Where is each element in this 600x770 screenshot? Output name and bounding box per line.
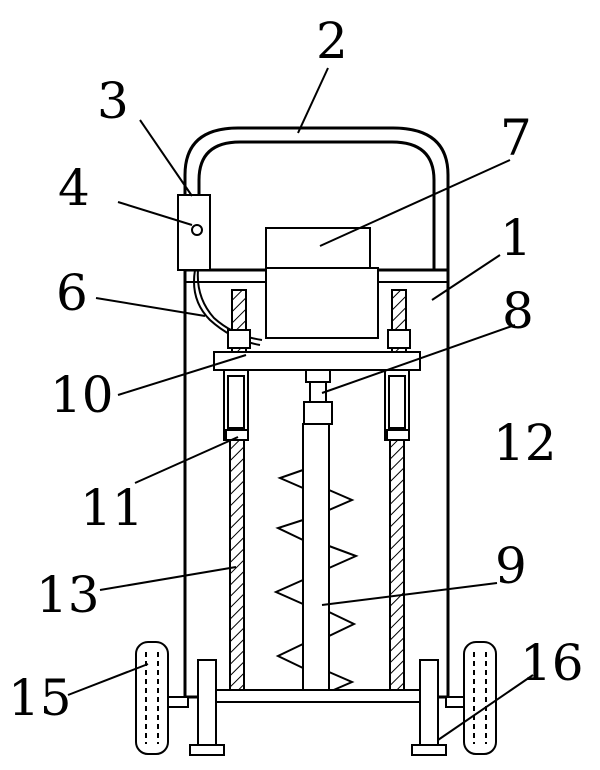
auger-drill xyxy=(273,423,359,697)
motor xyxy=(265,227,379,339)
support-legs xyxy=(189,659,447,756)
control-button xyxy=(191,224,203,236)
label-3: 3 xyxy=(97,72,129,130)
label-8: 8 xyxy=(502,282,534,340)
label-12: 12 xyxy=(493,414,557,472)
label-6: 6 xyxy=(56,264,88,322)
label-13: 13 xyxy=(36,566,100,624)
label-16: 16 xyxy=(520,634,584,692)
handle xyxy=(183,126,450,270)
lifting-cylinders xyxy=(223,369,410,441)
label-15: 15 xyxy=(8,669,72,727)
coupling xyxy=(303,369,333,425)
label-11: 11 xyxy=(80,479,144,537)
label-1: 1 xyxy=(500,209,532,267)
wheels xyxy=(135,641,497,755)
callout-labels: 2 3 4 7 1 6 8 10 12 11 9 13 16 15 xyxy=(8,12,584,727)
upper-screw-rods xyxy=(227,289,411,353)
label-10: 10 xyxy=(50,366,114,424)
label-7: 7 xyxy=(500,109,532,167)
label-4: 4 xyxy=(58,159,90,217)
label-9: 9 xyxy=(495,537,527,595)
label-2: 2 xyxy=(316,12,348,70)
control-box xyxy=(177,194,211,271)
leader-lines xyxy=(67,67,534,741)
base-plate xyxy=(213,689,421,703)
